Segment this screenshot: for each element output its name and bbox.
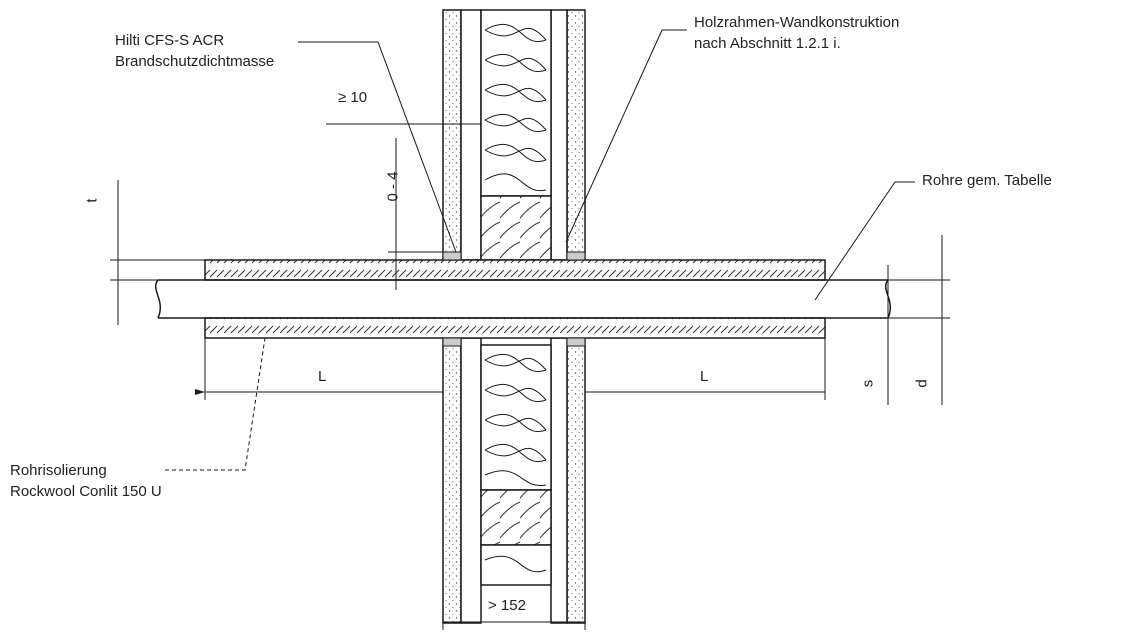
insulation-label-line1: Rohrisolierung — [10, 462, 107, 479]
pipes-label: Rohre gem. Tabelle — [922, 172, 1052, 189]
dim-d: d — [913, 379, 931, 388]
dim-t: t — [83, 198, 101, 203]
sealant-blocks — [442, 251, 586, 347]
wall-upper — [442, 9, 586, 261]
wall-label-line1: Holzrahmen-Wandkonstruktion — [694, 14, 900, 31]
dim-L-right: L — [700, 368, 709, 385]
dim-s: s — [859, 379, 877, 388]
dim-L-left: L — [318, 368, 327, 385]
dim-min-sealant: ≥ 10 — [338, 89, 368, 106]
dim-wall-thickness: > 152 — [488, 597, 526, 614]
pipe — [155, 279, 891, 319]
pipe-insulation — [204, 259, 826, 339]
dim-gap: 0 - 4 — [384, 171, 402, 202]
dimension-lines — [110, 123, 950, 630]
sealant-label-line1: Hilti CFS-S ACR — [115, 32, 225, 49]
sealant-label-line2: Brandschutzdichtmasse — [115, 53, 275, 70]
wall-label-line2: nach Abschnitt 1.2.1 i. — [694, 35, 841, 52]
wall-lower — [442, 337, 586, 624]
insulation-label-line2: Rockwool Conlit 150 U — [10, 483, 162, 500]
leader-lines — [165, 29, 915, 471]
